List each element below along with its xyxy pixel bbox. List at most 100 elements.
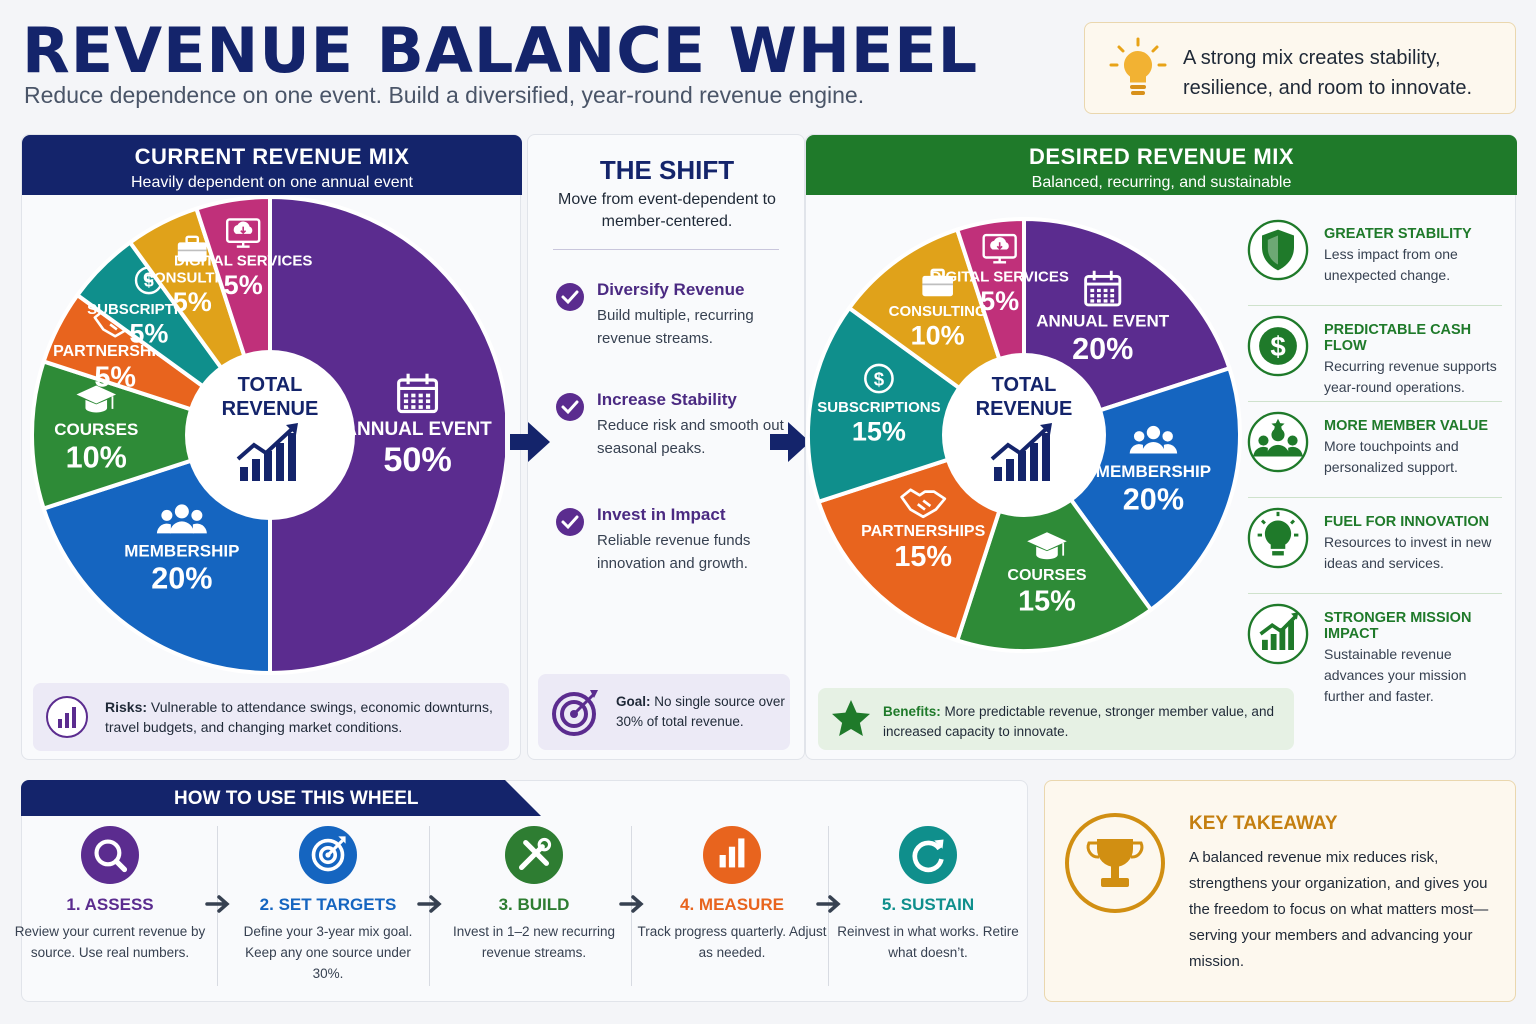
benefit-desc: Sustainable revenue advances your missio… bbox=[1324, 646, 1467, 704]
benefit-item: MORE MEMBER VALUE More touchpoints and p… bbox=[1246, 410, 1502, 506]
growth-chart-icon bbox=[990, 423, 1052, 481]
step-desc: Review your current revenue by source. U… bbox=[14, 924, 206, 960]
slice-label: COURSES bbox=[54, 420, 138, 439]
benefit-divider bbox=[1248, 401, 1502, 402]
arrow-right-icon bbox=[510, 422, 550, 462]
trophy-icon bbox=[1065, 813, 1165, 913]
pie-slice-subscriptions bbox=[806, 305, 1029, 505]
monitor-cloud-icon bbox=[225, 218, 261, 248]
benefit-desc: Less impact from one unexpected change. bbox=[1324, 246, 1458, 283]
takeaway-text: A balanced revenue mix reduces risk, str… bbox=[1189, 849, 1489, 970]
pie-center-label: TOTAL bbox=[238, 374, 303, 396]
step-separator bbox=[631, 826, 632, 986]
benefit-item: $ PREDICTABLE CASH FLOW Recurring revenu… bbox=[1246, 314, 1502, 410]
step-title: 1. ASSESS bbox=[66, 895, 154, 914]
people-icon bbox=[156, 504, 207, 534]
monitor-cloud-icon bbox=[982, 233, 1017, 264]
step-title: 2. SET TARGETS bbox=[259, 895, 397, 914]
slice-label: MEMBERSHIP bbox=[124, 541, 239, 560]
desired-mix-pie-chart: ANNUAL EVENT20%MEMBERSHIP20%COURSES15%PA… bbox=[806, 216, 1242, 653]
shift-divider bbox=[553, 249, 779, 250]
slice-value: 5% bbox=[224, 270, 263, 300]
risks-note: Risks: Vulnerable to attendance swings, … bbox=[33, 683, 509, 751]
step-desc: Invest in 1–2 new recurring revenue stre… bbox=[452, 924, 616, 960]
check-circle-icon bbox=[556, 283, 584, 311]
goal-label: Goal: bbox=[616, 694, 651, 709]
slice-value: 50% bbox=[383, 441, 451, 479]
benefits-text: More predictable revenue, stronger membe… bbox=[883, 704, 1274, 739]
arrow-right-icon bbox=[770, 422, 810, 462]
svg-text:$: $ bbox=[144, 271, 154, 291]
tools-icon bbox=[505, 826, 563, 884]
how-to-step: 5. SUSTAIN Reinvest in what works. Retir… bbox=[828, 826, 1028, 963]
bar-chart-icon bbox=[703, 826, 761, 884]
benefit-divider bbox=[1248, 497, 1502, 498]
shift-item: Invest in Impact Reliable revenue funds … bbox=[555, 505, 795, 575]
how-to-panel: HOW TO USE THIS WHEEL bbox=[21, 780, 1028, 1002]
growth-chart-icon bbox=[1247, 603, 1309, 665]
benefit-title: PREDICTABLE CASH FLOW bbox=[1324, 322, 1472, 354]
slice-label: MEMBERSHIP bbox=[1096, 462, 1211, 481]
slice-value: 20% bbox=[1123, 482, 1184, 516]
shift-item-title: Diversify Revenue bbox=[597, 280, 745, 299]
slice-value: 15% bbox=[1018, 585, 1076, 617]
benefit-title: FUEL FOR INNOVATION bbox=[1324, 514, 1490, 530]
slice-label: DIGITAL SERVICES bbox=[930, 268, 1068, 285]
step-title: 5. SUSTAIN bbox=[881, 895, 975, 914]
arrow-right-icon bbox=[619, 895, 644, 913]
briefcase-icon bbox=[177, 235, 207, 262]
shift-item: Diversify Revenue Build multiple, recurr… bbox=[555, 280, 795, 350]
benefits-note: Benefits: More predictable revenue, stro… bbox=[818, 688, 1294, 750]
arrow-right-icon bbox=[205, 895, 230, 913]
slice-value: 15% bbox=[894, 541, 952, 573]
takeaway-panel: KEY TAKEAWAY A balanced revenue mix redu… bbox=[1044, 780, 1516, 1002]
people-icon bbox=[1129, 425, 1178, 454]
pie-center-label: REVENUE bbox=[222, 398, 319, 420]
how-to-step: 2. SET TARGETS Define your 3-year mix go… bbox=[228, 826, 428, 984]
shift-item-title: Invest in Impact bbox=[597, 505, 726, 524]
slice-label: COURSES bbox=[1007, 567, 1086, 584]
arrow-right-icon bbox=[816, 895, 841, 913]
slice-label: SUBSCRIPTIONS bbox=[817, 399, 940, 416]
desired-mix-header: DESIRED REVENUE MIX Balanced, recurring,… bbox=[806, 135, 1517, 195]
step-desc: Track progress quarterly. Adjust as need… bbox=[637, 924, 827, 960]
slice-value: 5% bbox=[129, 318, 168, 348]
slice-label: ANNUAL EVENT bbox=[1036, 312, 1169, 331]
page-subtitle: Reduce dependence on one event. Build a … bbox=[24, 82, 865, 108]
step-title: 3. BUILD bbox=[498, 895, 570, 914]
check-circle-icon bbox=[556, 508, 584, 536]
shift-panel: THE SHIFT Move from event-dependent to m… bbox=[527, 134, 805, 760]
step-separator bbox=[828, 826, 829, 986]
slice-value: 5% bbox=[173, 287, 212, 317]
goal-text: No single source over 30% of total reven… bbox=[616, 694, 785, 729]
slice-value: 10% bbox=[66, 440, 127, 474]
lightbulb-icon bbox=[1247, 507, 1309, 569]
shield-icon bbox=[1247, 219, 1309, 281]
arrow-right-icon bbox=[417, 895, 442, 913]
target-icon bbox=[299, 826, 357, 884]
star-icon bbox=[832, 700, 870, 736]
slice-value: 10% bbox=[911, 321, 965, 351]
dollar-coin-icon: $ bbox=[864, 363, 894, 394]
slice-value: 15% bbox=[852, 417, 906, 447]
desired-mix-title: DESIRED REVENUE MIX bbox=[1029, 144, 1294, 169]
pie-center bbox=[942, 353, 1106, 517]
handshake-icon bbox=[900, 488, 947, 519]
how-to-step: 1. ASSESS Review your current revenue by… bbox=[10, 826, 210, 963]
svg-text:$: $ bbox=[874, 368, 885, 389]
step-separator bbox=[429, 826, 430, 986]
benefit-item: FUEL FOR INNOVATION Resources to invest … bbox=[1246, 506, 1502, 602]
bar-chart-icon bbox=[46, 696, 88, 738]
svg-text:$: $ bbox=[1270, 331, 1285, 362]
benefits-list: GREATER STABILITY Less impact from one u… bbox=[1246, 218, 1502, 704]
how-to-title: HOW TO USE THIS WHEEL bbox=[174, 788, 419, 809]
benefit-divider bbox=[1248, 305, 1502, 306]
shift-item: Increase Stability Reduce risk and smoot… bbox=[555, 390, 795, 460]
slice-value: 20% bbox=[151, 562, 212, 596]
slice-label: ANNUAL EVENT bbox=[343, 419, 492, 440]
benefit-desc: Recurring revenue supports year-round op… bbox=[1324, 358, 1497, 395]
current-mix-header: CURRENT REVENUE MIX Heavily dependent on… bbox=[22, 135, 522, 195]
calendar-icon bbox=[397, 373, 439, 414]
benefit-title: MORE MEMBER VALUE bbox=[1324, 418, 1489, 434]
check-circle-icon bbox=[556, 393, 584, 421]
